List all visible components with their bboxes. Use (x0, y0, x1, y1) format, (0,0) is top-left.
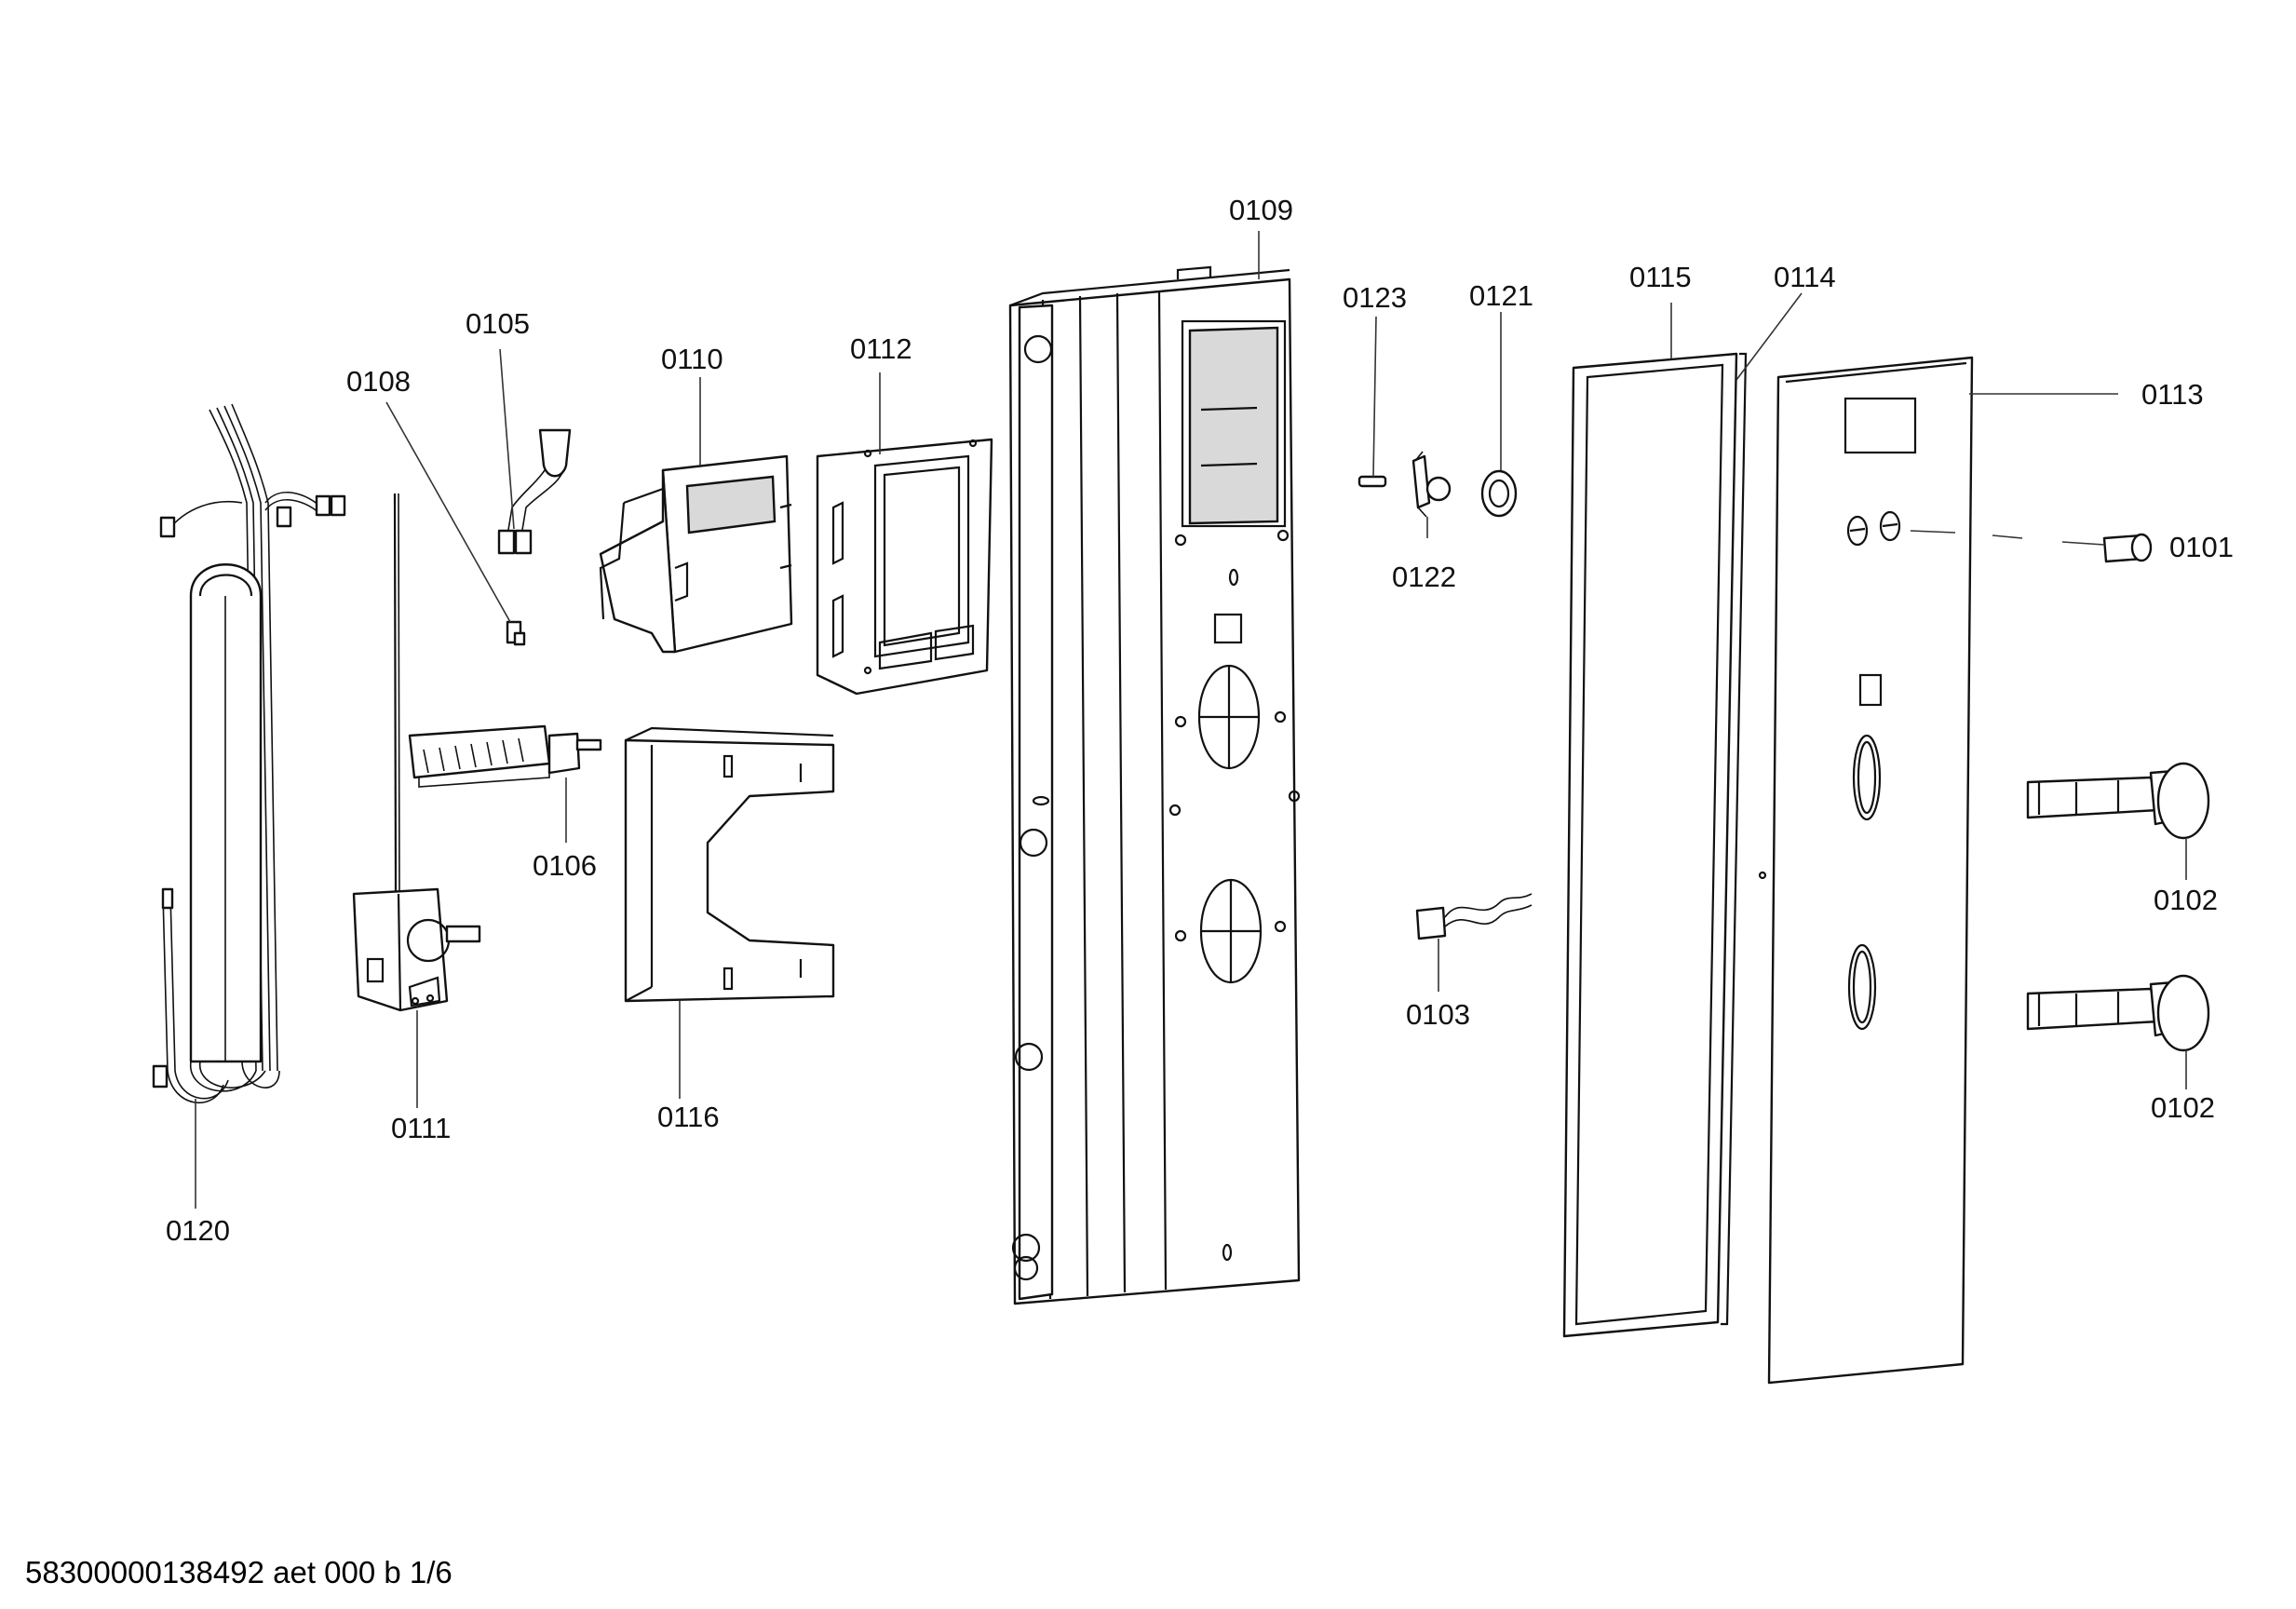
pin-0123[interactable] (1357, 475, 1387, 488)
leader-lines (195, 231, 2187, 1209)
knob-0101[interactable] (2061, 533, 2153, 563)
front-panel-0113[interactable] (1758, 356, 1974, 1385)
label-0123[interactable]: 0123 (1343, 281, 1407, 314)
label-0110[interactable]: 0110 (661, 343, 723, 375)
bracket-frame-0112[interactable] (816, 438, 993, 696)
terminal-block-0106[interactable] (408, 724, 602, 788)
label-0102-lower[interactable]: 0102 (2151, 1091, 2215, 1124)
rotary-knob-0102-lower[interactable] (2026, 974, 2210, 1052)
indicator-lamp-0122[interactable] (1411, 451, 1452, 518)
label-0120[interactable]: 0120 (166, 1214, 230, 1247)
document-id-footer: 58300000138492 aet 000 b 1/6 (25, 1555, 452, 1589)
electronic-module-0110[interactable] (599, 454, 793, 654)
label-0115[interactable]: 0115 (1629, 261, 1692, 293)
label-0113[interactable]: 0113 (2141, 378, 2204, 411)
label-0102-upper[interactable]: 0102 (2154, 884, 2218, 916)
label-0105[interactable]: 0105 (466, 307, 530, 340)
ring-0121[interactable] (1480, 469, 1518, 518)
mounting-bracket-0116[interactable] (624, 726, 835, 1003)
label-0112[interactable]: 0112 (850, 332, 912, 365)
rotary-knob-0102-upper[interactable] (2026, 762, 2210, 840)
main-housing-0109[interactable] (1008, 265, 1301, 1305)
label-0109[interactable]: 0109 (1229, 194, 1293, 226)
label-0116[interactable]: 0116 (657, 1101, 720, 1133)
label-0111[interactable]: 0111 (391, 1112, 451, 1144)
part-labels: 0109 0123 0121 0115 0114 0113 0101 0122 … (166, 194, 2234, 1247)
frame-0115[interactable] (1562, 352, 1738, 1338)
connector-0108[interactable] (506, 620, 526, 646)
label-0122[interactable]: 0122 (1392, 561, 1456, 593)
wire-connector-0105[interactable] (497, 428, 572, 555)
glass-pane-0114[interactable] (1721, 352, 1748, 1326)
heating-element-0120[interactable] (152, 403, 346, 1104)
label-0108[interactable]: 0108 (346, 365, 411, 398)
label-0103[interactable]: 0103 (1406, 998, 1470, 1031)
label-0114[interactable]: 0114 (1774, 261, 1836, 293)
thermostat-0111[interactable] (352, 493, 481, 1012)
capacitor-0103[interactable] (1415, 893, 1533, 940)
label-0106[interactable]: 0106 (533, 849, 597, 882)
label-0121[interactable]: 0121 (1469, 279, 1533, 312)
label-0101[interactable]: 0101 (2169, 531, 2234, 563)
